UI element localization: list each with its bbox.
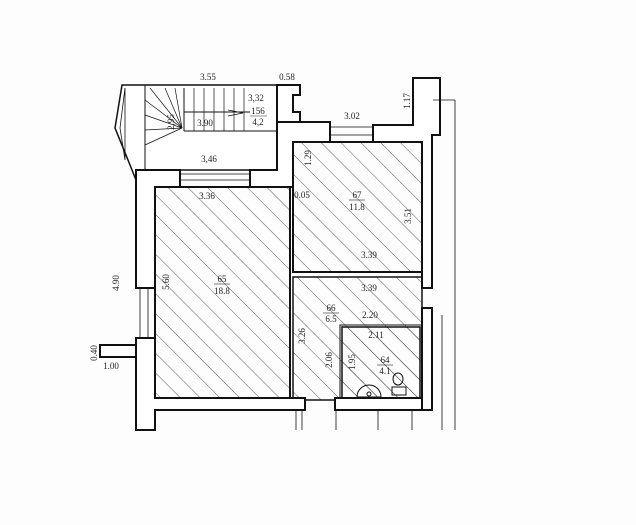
dimension-label: 2.11 [368,330,383,340]
dimension-label: 0.40 [89,345,99,361]
room-65 [154,186,291,399]
room-area: 4,2 [252,117,263,127]
dimension-label: 1.00 [103,361,119,371]
dimension-label: 2.06 [324,352,334,368]
dimension-label: 3.51 [403,208,413,224]
room-number: 66 [327,303,337,313]
dimension-label: 3.36 [199,191,215,201]
room-labels: 156 4,2 65 18.8 67 11.8 66 6.5 64 4.1 [214,106,393,376]
dimension-label: 3.55 [200,72,216,82]
dimension-label: 1.29 [303,150,313,166]
room-area: 11.8 [349,202,365,212]
room-area: 6.5 [325,314,337,324]
dimension-label: 3,46 [201,154,217,164]
dimension-label: 0.05 [294,190,310,200]
room-number: 64 [381,355,391,365]
dimension-label: 2,95 [166,114,176,130]
dimension-label: 3.26 [297,328,307,344]
sink-icon [356,384,382,398]
dimension-label: 2.20 [362,310,378,320]
room-number: 65 [218,274,228,284]
dimension-label: 4.90 [111,275,121,291]
room-number: 156 [251,106,265,116]
dimension-label: 3.39 [361,283,377,293]
dimension-label: 3,32 [248,93,264,103]
dimension-label: 3.02 [344,111,360,121]
dimension-label: 3.39 [361,250,377,260]
dimension-label: 0.58 [279,72,295,82]
room-64 [341,326,421,401]
dimension-label: 3.90 [197,118,213,128]
room-number: 67 [353,190,363,200]
toilet-icon [391,372,407,396]
staircase [114,84,278,181]
walls [99,77,441,431]
windows [139,99,456,430]
dimension-label: 5.60 [161,274,171,290]
room-67 [292,141,423,273]
room-area: 18.8 [214,286,230,296]
room-area: 4.1 [379,366,390,376]
dimension-labels: 3.55 0.58 3,32 3.90 2,95 3,46 3.02 1.17 … [89,72,413,371]
dimension-label: 1.17 [402,93,412,109]
dimension-label: 1.95 [347,354,357,370]
